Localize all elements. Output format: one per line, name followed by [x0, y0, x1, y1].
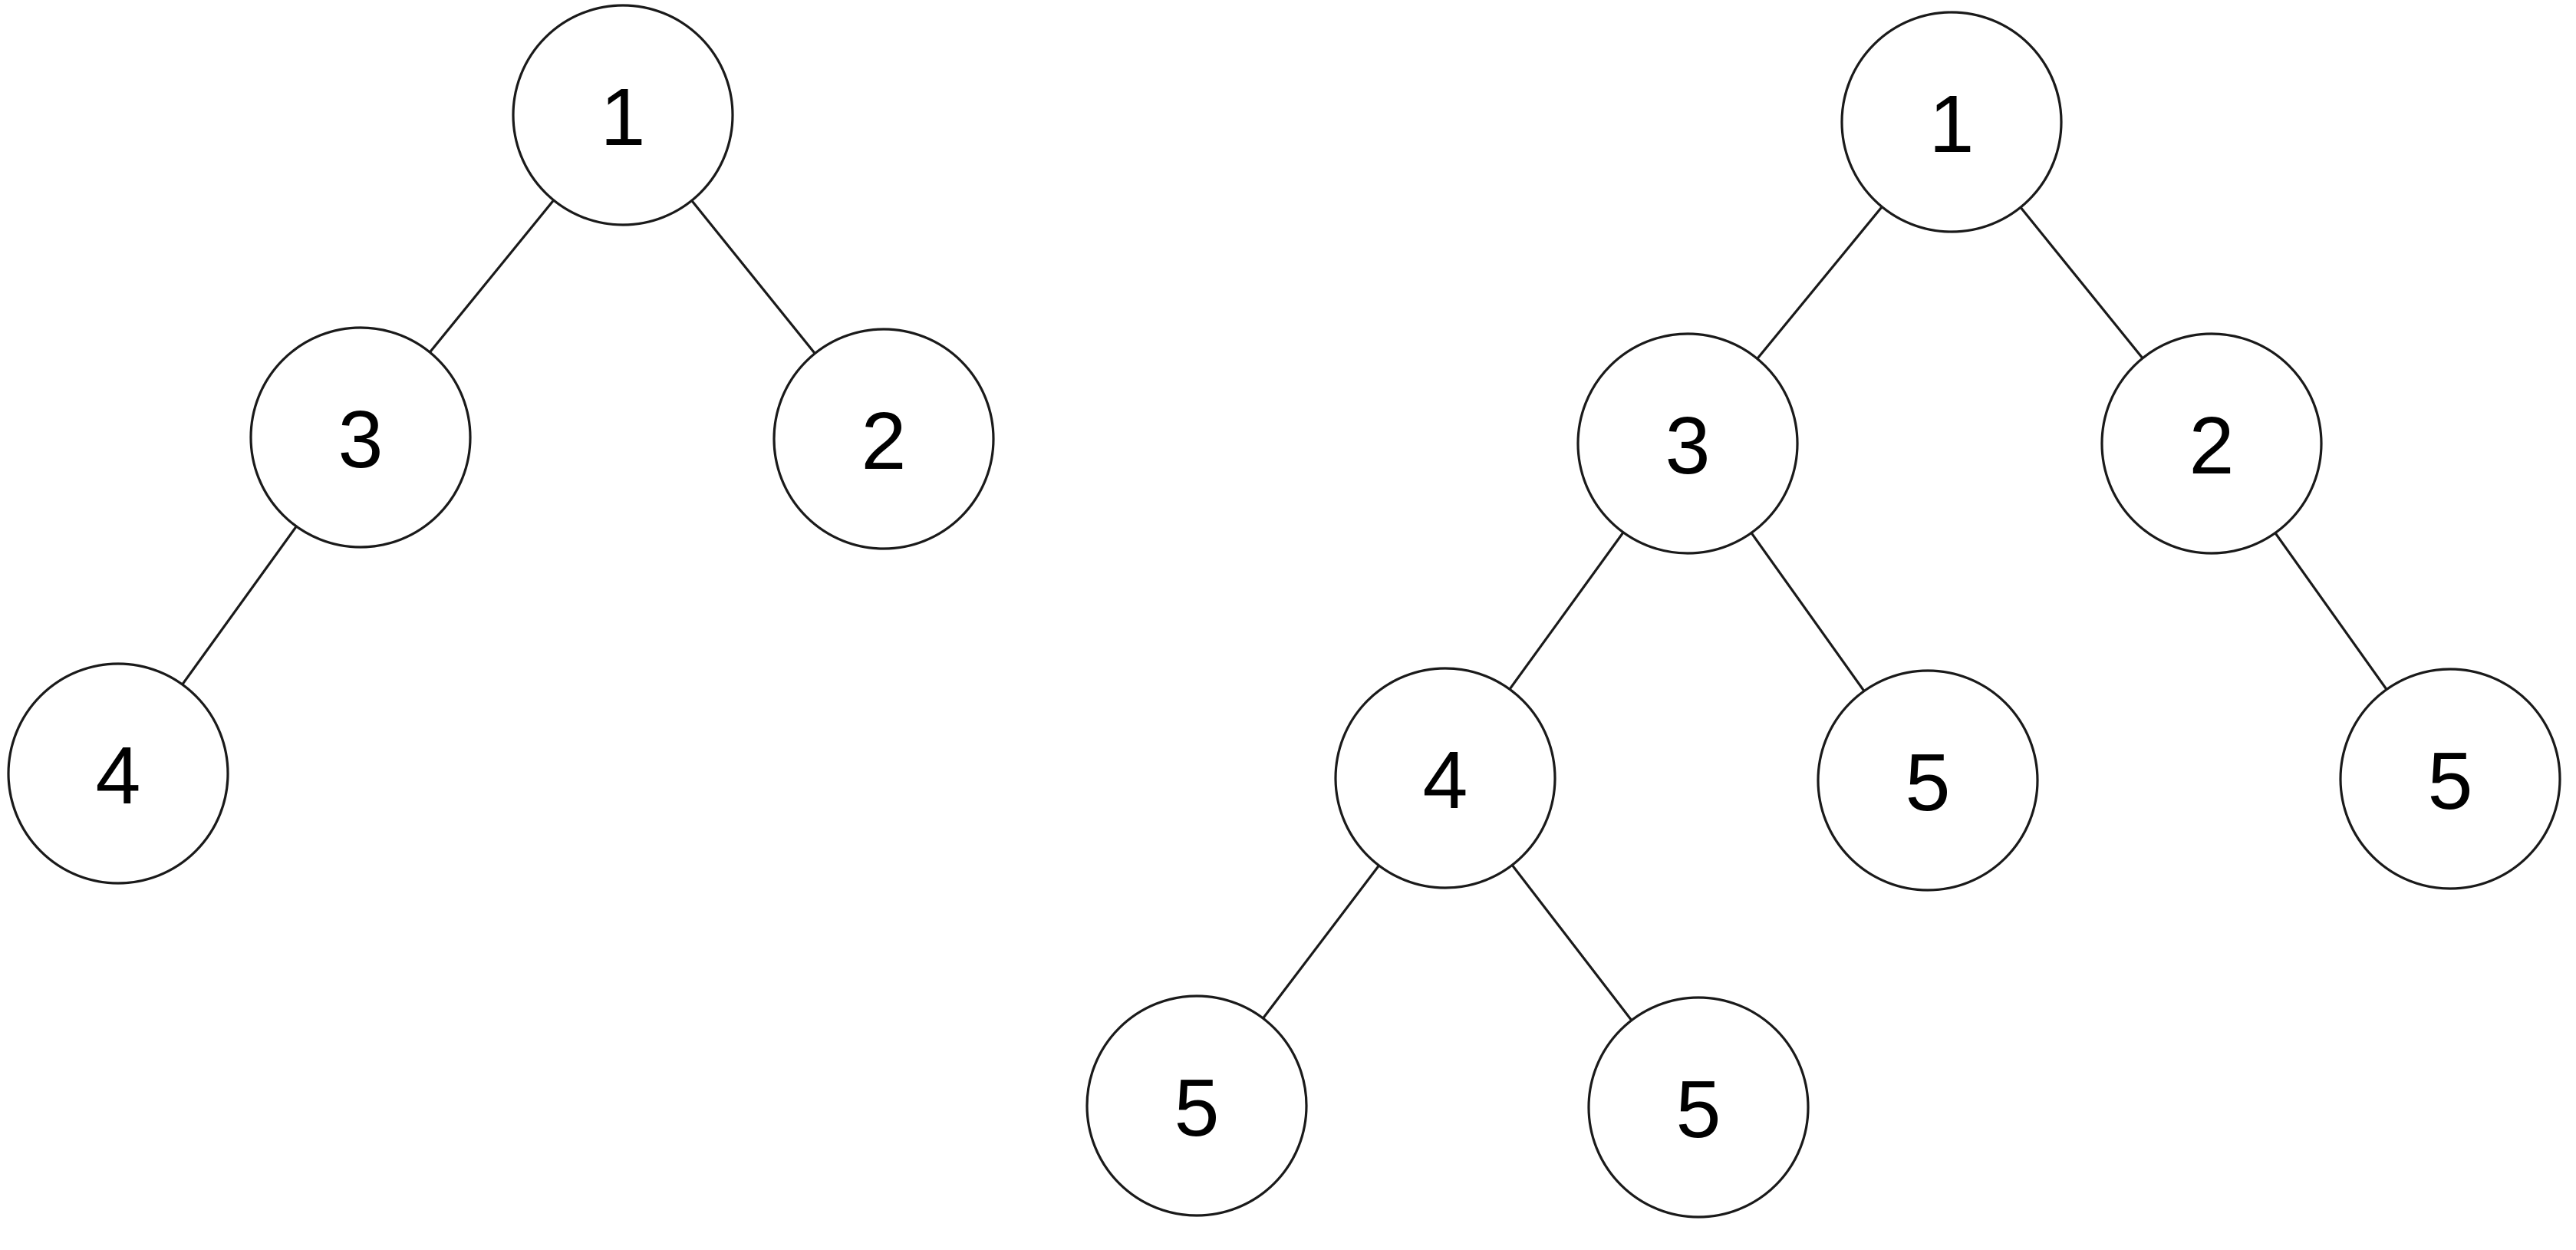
node-label-R1: 1 [1929, 79, 1975, 170]
tree-node-R3[interactable]: 3 [1576, 332, 1799, 555]
node-label-L3: 3 [338, 394, 384, 485]
tree-edge-R3-R5a [1749, 531, 1866, 693]
tree-node-R2[interactable]: 2 [2100, 332, 2323, 555]
node-circle-R5a[interactable] [1817, 669, 2039, 892]
node-label-R5c: 5 [1174, 1063, 1220, 1153]
node-circle-R4[interactable] [1334, 667, 1556, 889]
tree-edge-R2-R5b [2273, 531, 2389, 691]
tree-node-R5d[interactable]: 5 [1587, 996, 1810, 1219]
tree-edge-L1-L2 [690, 198, 817, 356]
node-label-R3: 3 [1665, 401, 1711, 491]
node-circle-R5c[interactable] [1085, 994, 1308, 1217]
tree-edge-R4-R5c [1261, 863, 1381, 1021]
tree-node-L1[interactable]: 1 [512, 4, 734, 226]
node-circle-R5b[interactable] [2339, 668, 2561, 890]
tree-node-R4[interactable]: 4 [1334, 667, 1556, 889]
node-label-L2: 2 [861, 396, 907, 486]
nodes-layer: 1 3 2 4 1 3 2 4 5 5 5 5 [7, 4, 2561, 1219]
node-circle-R2[interactable] [2100, 332, 2323, 555]
node-circle-R3[interactable] [1576, 332, 1799, 555]
node-label-R2: 2 [2189, 401, 2235, 491]
node-label-R4: 4 [1423, 735, 1468, 826]
tree-edge-L1-L3 [428, 198, 555, 355]
tree-node-R5b[interactable]: 5 [2339, 668, 2561, 890]
tree-edge-R1-R3 [1755, 205, 1884, 361]
tree-edge-L3-L4 [180, 524, 298, 687]
tree-edge-R3-R4 [1507, 530, 1626, 691]
tree-node-L2[interactable]: 2 [772, 328, 995, 550]
node-label-L1: 1 [601, 72, 646, 163]
tree-node-L3[interactable]: 3 [249, 326, 472, 549]
tree-node-R1[interactable]: 1 [1840, 11, 2063, 233]
node-label-R5a: 5 [1906, 737, 1951, 828]
tree-node-R5a[interactable]: 5 [1817, 669, 2039, 892]
tree-node-R5c[interactable]: 5 [1085, 994, 1308, 1217]
tree-edge-R4-R5d [1510, 862, 1634, 1023]
node-label-L4: 4 [96, 731, 141, 821]
node-circle-L1[interactable] [512, 4, 734, 226]
node-circle-R5d[interactable] [1587, 996, 1810, 1219]
node-circle-L2[interactable] [772, 328, 995, 550]
node-circle-L3[interactable] [249, 326, 472, 549]
node-label-R5b: 5 [2428, 736, 2473, 826]
node-circle-R1[interactable] [1840, 11, 2063, 233]
node-label-R5d: 5 [1676, 1064, 1721, 1155]
node-circle-L4[interactable] [7, 662, 229, 885]
tree-edge-R1-R2 [2018, 205, 2145, 361]
tree-node-L4[interactable]: 4 [7, 662, 229, 885]
edges-layer [180, 198, 2389, 1023]
